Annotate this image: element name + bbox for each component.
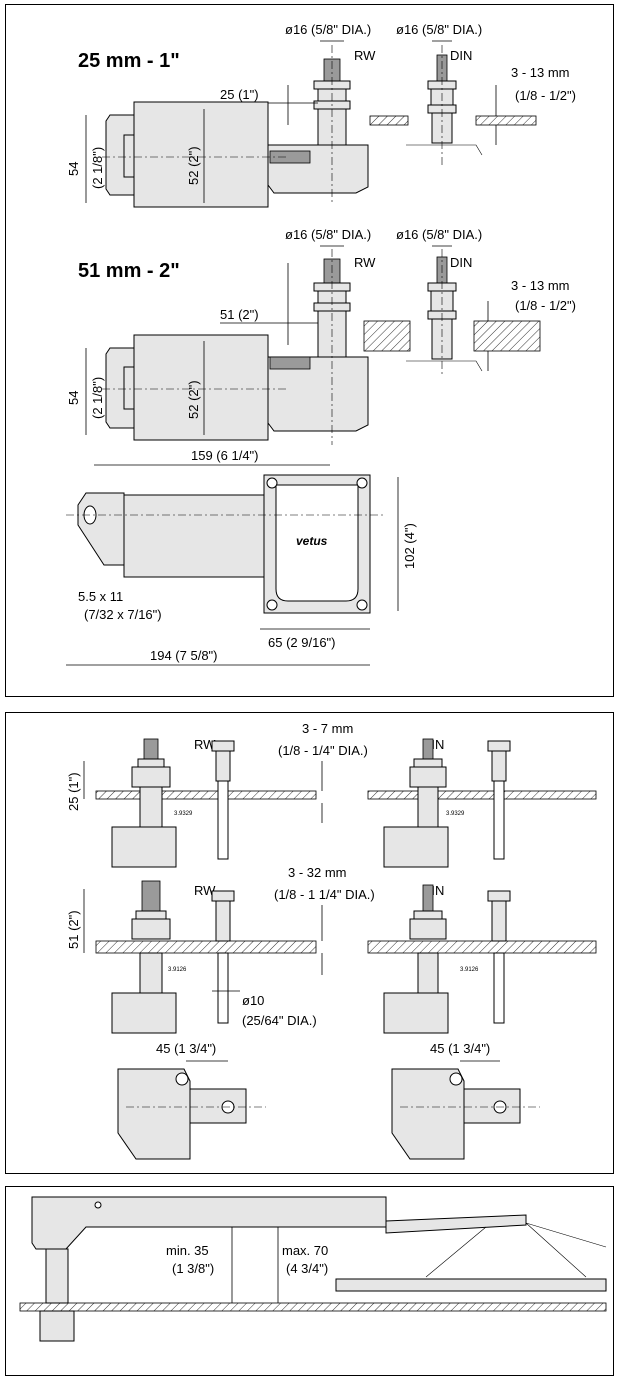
length-194: 194 (7 5/8") (150, 648, 218, 663)
slot-size-in: (7/32 x 7/16") (84, 607, 162, 622)
wall-b-mm: 3 - 32 mm (288, 865, 347, 880)
shaft-length-25: 25 (1") (220, 87, 259, 102)
mounting-panel: RW DIN 3 - 7 mm (1/8 - 1/4" DIA.) 3.9329 (5, 712, 614, 1174)
part-number-b-din: 3.9126 (460, 967, 479, 973)
din-label-2: DIN (450, 255, 472, 270)
rw-label-mount-a: RW (194, 737, 216, 752)
wall-a-in: (1/8 - 1/4" DIA.) (278, 743, 368, 758)
max-distance-in: (4 3/4") (286, 1261, 328, 1276)
height-54-in-2: (2 1/8") (90, 377, 105, 419)
wiper-arm-drawing: min. 35 (1 3/8") max. 70 (4 3/4") (19, 1196, 607, 1342)
mount-shaft-25: 25 (1") (66, 772, 81, 811)
height-102: 102 (4") (402, 523, 417, 569)
width-65: 65 (2 9/16") (268, 635, 336, 650)
shaft-rw-label-2: ø16 (5/8" DIA.) (285, 227, 371, 242)
shaft-din-label: ø16 (5/8" DIA.) (396, 22, 482, 37)
height-54-2: 54 (66, 391, 81, 405)
brand-logo: vetus (296, 534, 328, 548)
length-159: 159 (6 1/4") (191, 448, 259, 463)
wiper-arm-panel: min. 35 (1 3/8") max. 70 (4 3/4") (5, 1186, 614, 1376)
mounting-drawing: RW DIN 3 - 7 mm (1/8 - 1/4" DIA.) 3.9329 (66, 721, 597, 1160)
wall-thickness-in-2: (1/8 - 1/2") (515, 298, 576, 313)
min-distance: min. 35 (166, 1243, 209, 1258)
wall-thickness-mm-2: 3 - 13 mm (511, 278, 570, 293)
wall-a-mm: 3 - 7 mm (302, 721, 353, 736)
part-number-a-din: 3.9329 (446, 811, 465, 817)
rw-label-2: RW (354, 255, 376, 270)
height-54: 54 (66, 162, 81, 176)
slot-size: 5.5 x 11 (78, 589, 123, 604)
title-51mm: 51 mm - 2" (78, 260, 180, 282)
part-number-b: 3.9126 (168, 967, 187, 973)
mount-shaft-51: 51 (2") (66, 910, 81, 949)
hole-diameter-in: (25/64" DIA.) (242, 1013, 317, 1028)
height-54-in: (2 1/8") (90, 147, 105, 189)
hole-diameter: ø10 (242, 993, 264, 1008)
rw-label: RW (354, 48, 376, 63)
dist-45-left: 45 (1 3/4") (156, 1041, 216, 1056)
height-52: 52 (2") (186, 146, 201, 185)
shaft-length-51: 51 (2") (220, 307, 259, 322)
motor-dimensions-drawing: 25 mm - 1" ø16 (5/8" DIA.) ø16 (5/8" DIA… (66, 22, 576, 666)
dist-45-right: 45 (1 3/4") (430, 1041, 490, 1056)
rw-label-mount-b: RW (194, 883, 216, 898)
title-25mm: 25 mm - 1" (78, 50, 180, 72)
motor-dimensions-panel: 25 mm - 1" ø16 (5/8" DIA.) ø16 (5/8" DIA… (5, 4, 614, 697)
shaft-rw-label: ø16 (5/8" DIA.) (285, 22, 371, 37)
min-distance-in: (1 3/8") (172, 1261, 214, 1276)
wall-b-in: (1/8 - 1 1/4" DIA.) (274, 887, 375, 902)
wall-thickness-mm: 3 - 13 mm (511, 65, 570, 80)
height-52-2: 52 (2") (186, 380, 201, 419)
wall-thickness-in: (1/8 - 1/2") (515, 88, 576, 103)
din-label: DIN (450, 48, 472, 63)
max-distance: max. 70 (282, 1243, 328, 1258)
part-number-a: 3.9329 (174, 811, 193, 817)
shaft-din-label-2: ø16 (5/8" DIA.) (396, 227, 482, 242)
